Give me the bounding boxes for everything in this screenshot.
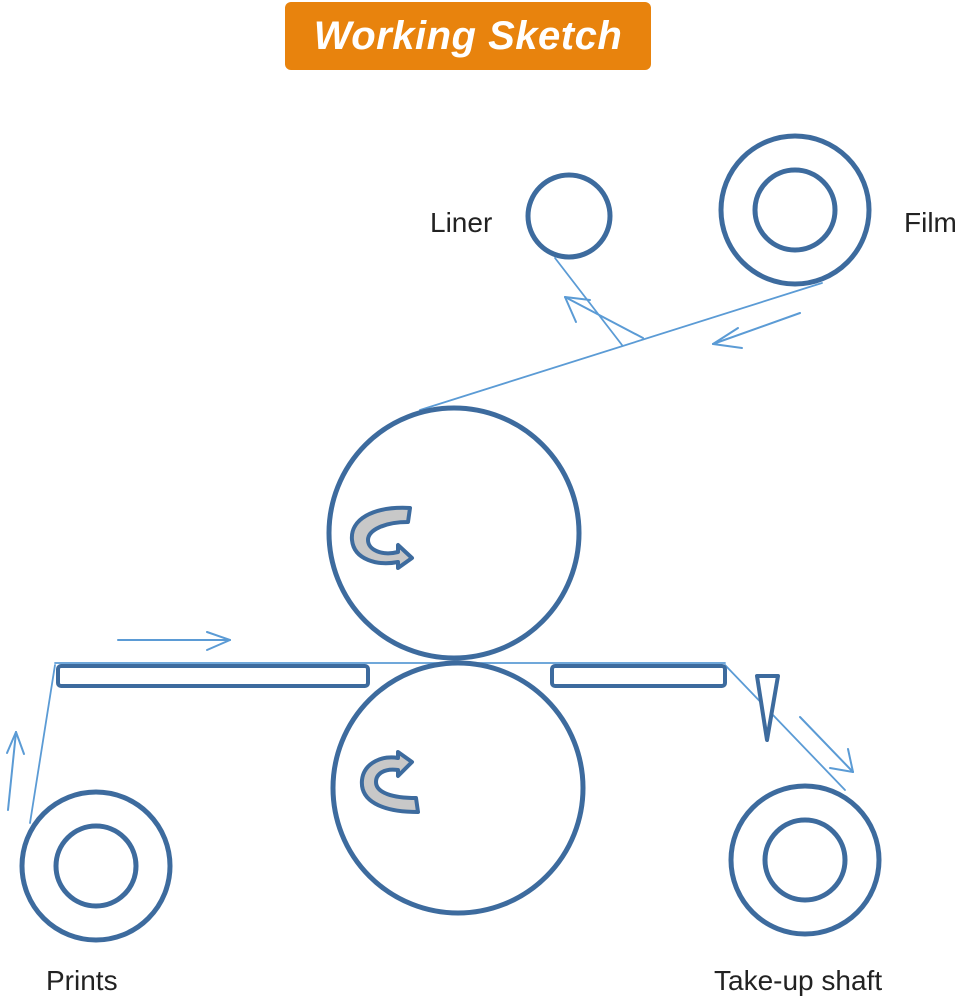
film-label: Film — [904, 207, 957, 238]
title-badge: Working Sketch — [285, 2, 651, 70]
top-roller-rotation-icon — [349, 505, 414, 570]
top-laminating-roller — [326, 405, 582, 661]
takeup-label: Take-up shaft — [714, 965, 882, 996]
takeup-direction-arrow — [799, 716, 854, 773]
film-roll-outer — [718, 133, 872, 287]
liner-roll — [525, 172, 613, 260]
exit-table — [550, 664, 727, 688]
prints-roll-outer — [19, 789, 173, 943]
film-roll-core — [752, 167, 838, 253]
title-text: Working Sketch — [313, 13, 623, 58]
feed-table — [56, 664, 370, 688]
liner-label: Liner — [430, 207, 492, 238]
bottom-laminating-roller — [330, 660, 586, 916]
liner-web-line — [554, 257, 623, 346]
cutter-blade-icon — [755, 674, 780, 742]
takeup-roll-core — [762, 817, 848, 903]
liner-direction-arrow — [564, 296, 644, 339]
prints-direction-arrow — [6, 731, 25, 811]
feed-direction-arrow — [117, 631, 231, 651]
film-web-line — [419, 282, 823, 411]
prints-label: Prints — [46, 965, 118, 996]
takeup-web-line — [724, 664, 846, 791]
bottom-roller-rotation-icon — [359, 750, 420, 814]
prints-web-line — [29, 664, 56, 824]
film-direction-arrow — [712, 312, 801, 349]
takeup-roll-outer — [728, 783, 882, 937]
prints-roll-core — [53, 823, 139, 909]
